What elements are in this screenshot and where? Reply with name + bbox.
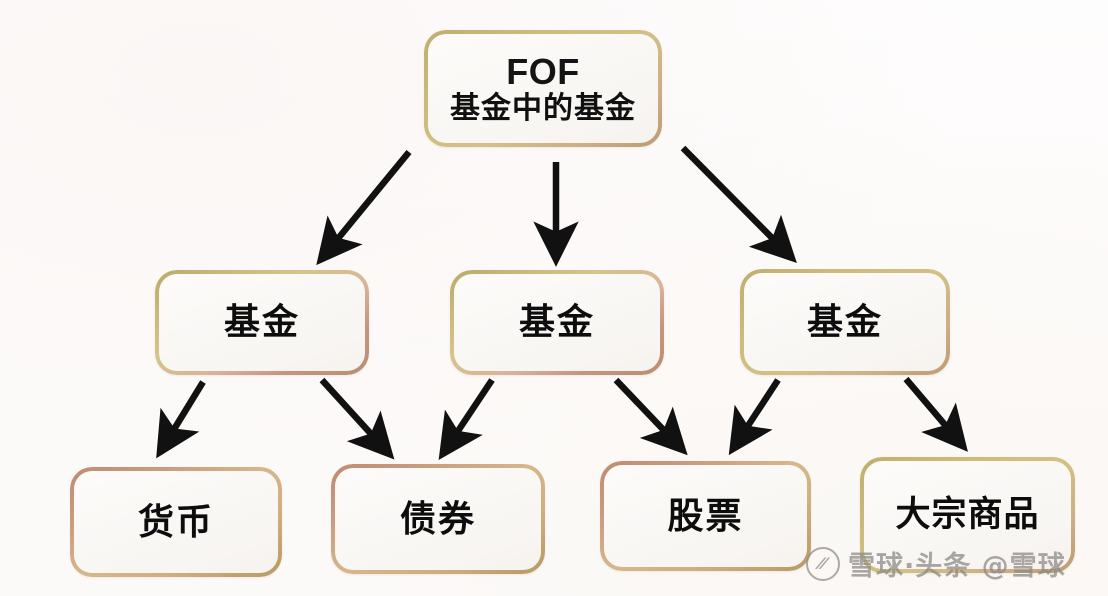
node-asset-stock-label: 股票 [667,494,744,536]
edge-fund-1-to-currency [156,380,206,459]
node-fof[interactable]: FOF 基金中的基金 [424,30,662,147]
node-fund-2[interactable]: 基金 [450,270,664,375]
node-fund-1[interactable]: 基金 [155,270,369,375]
edge-fund-2-to-stock [613,377,688,456]
watermark: ⁄⁄ 雪球·头条 @雪球 [806,544,1066,583]
node-asset-bond[interactable]: 债券 [331,464,545,574]
node-asset-commodity[interactable]: 大宗商品 [860,457,1075,573]
edge-fund-1-to-bond [319,377,395,460]
edge-fund-2-to-bond [438,378,495,461]
node-fund-1-label: 基金 [223,301,300,343]
node-asset-bond-label: 债券 [399,497,476,539]
edge-fund-3-to-stock [728,378,781,456]
node-fof-title: FOF [506,50,580,92]
node-asset-commodity-label: 大宗商品 [895,495,1040,535]
edge-fund-3-to-commodity [903,376,968,452]
node-asset-currency[interactable]: 货币 [70,467,282,577]
node-fund-3[interactable]: 基金 [740,269,950,375]
node-asset-stock[interactable]: 股票 [600,461,811,571]
node-asset-currency-label: 货币 [137,500,214,542]
watermark-text: 雪球·头条 @雪球 [848,551,1066,582]
node-fund-2-label: 基金 [518,301,595,343]
xueqiu-logo-icon: ⁄⁄ [806,546,840,581]
node-fof-subtitle: 基金中的基金 [450,91,636,125]
edge-fof-to-fund-1 [316,149,412,266]
edge-fof-to-fund-3 [680,145,797,264]
node-fund-3-label: 基金 [806,300,883,342]
